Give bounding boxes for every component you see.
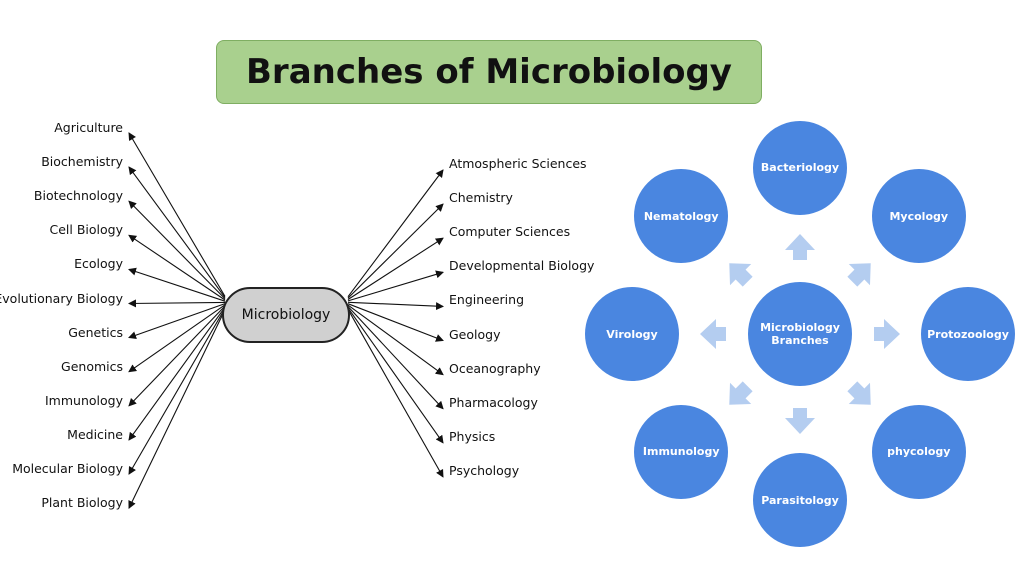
- radial-branch-immunology: Immunology: [634, 404, 729, 499]
- radial-branch-protozoology: Protozoology: [921, 287, 1015, 381]
- radial-arrow-parasitology: [785, 408, 815, 434]
- left-connector-molecular-biology: [128, 308, 226, 475]
- left-connector-ecology: [128, 267, 226, 302]
- left-branch-biochemistry: Biochemistry: [41, 154, 123, 170]
- left-branch-genetics: Genetics: [68, 324, 123, 340]
- left-branch-plant-biology: Plant Biology: [41, 495, 123, 511]
- right-connector-psychology: [347, 309, 444, 478]
- radial-hub: Microbiology Branches: [748, 282, 852, 386]
- right-branch-pharmacology: Pharmacology: [449, 394, 538, 410]
- left-branch-ecology: Ecology: [74, 256, 123, 272]
- left-branch-biotechnology: Biotechnology: [33, 188, 123, 204]
- right-branch-engineering: Engineering: [449, 292, 524, 308]
- right-connector-computer-sciences: [347, 237, 444, 300]
- radial-arrow-immunology: [729, 381, 753, 405]
- left-connector-evolutionary-biology: [128, 299, 226, 308]
- left-branch-molecular-biology: Molecular Biology: [12, 461, 123, 476]
- radial-branch-mycology: Mycology: [871, 169, 966, 264]
- radial-branch-virology: Virology: [585, 287, 679, 381]
- radial-branch-phycology: phycology: [871, 404, 966, 499]
- left-connector-cell-biology: [128, 234, 226, 301]
- right-branch-developmental-biology: Developmental Biology: [449, 258, 595, 274]
- right-branch-physics: Physics: [449, 428, 496, 444]
- left-connector-agriculture: [128, 132, 226, 297]
- right-connector-chemistry: [347, 203, 444, 299]
- radial-arrow-phycology: [847, 381, 871, 405]
- radial-hub-label: Microbiology Branches: [760, 321, 840, 347]
- left-connector-biotechnology: [128, 200, 226, 300]
- radial-arrow-nematology: [729, 263, 753, 287]
- radial-arrow-mycology: [847, 263, 871, 287]
- left-connector-genetics: [128, 303, 226, 340]
- right-branch-atmospheric-sciences: Atmospheric Sciences: [449, 156, 587, 171]
- hub-line-2: Branches: [771, 334, 829, 347]
- left-branch-agriculture: Agriculture: [54, 120, 123, 135]
- page-title: Branches of Microbiology: [246, 52, 732, 92]
- right-connector-developmental-biology: [347, 270, 444, 302]
- right-connector-oceanography: [347, 304, 444, 376]
- right-connector-atmospheric-sciences: [347, 169, 444, 298]
- right-connector-physics: [347, 307, 444, 444]
- radial-branch-bacteriology: Bacteriology: [753, 120, 847, 215]
- radial-branch-nematology: Nematology: [634, 169, 729, 264]
- right-branch-geology: Geology: [449, 326, 501, 342]
- right-branch-chemistry: Chemistry: [449, 190, 513, 206]
- left-branch-immunology: Immunology: [45, 392, 123, 408]
- left-connector-medicine: [128, 306, 226, 441]
- right-branch-psychology: Psychology: [449, 462, 520, 478]
- mindmap-center-node: Microbiology: [222, 287, 350, 343]
- radial-branch-parasitology: Parasitology: [753, 453, 847, 548]
- radial-arrow-bacteriology: [785, 234, 815, 260]
- left-branch-medicine: Medicine: [67, 426, 123, 442]
- right-connector-geology: [347, 303, 444, 342]
- mindmap-center-label: Microbiology: [241, 307, 331, 323]
- left-branch-cell-biology: Cell Biology: [49, 222, 124, 238]
- right-branch-computer-sciences: Computer Sciences: [449, 224, 571, 240]
- left-connector-immunology: [128, 305, 226, 407]
- radial-arrow-protozoology: [874, 319, 900, 349]
- title-banner: Branches of Microbiology: [216, 40, 762, 104]
- left-branch-evolutionary-biology: Evolutionary Biology: [0, 290, 123, 306]
- right-branch-oceanography: Oceanography: [449, 360, 541, 376]
- right-connector-engineering: [347, 301, 444, 311]
- left-connector-biochemistry: [128, 166, 226, 298]
- left-connector-genomics: [128, 304, 226, 373]
- hub-line-1: Microbiology: [760, 321, 840, 334]
- right-connector-pharmacology: [347, 306, 444, 410]
- radial-arrow-virology: [700, 319, 726, 349]
- left-connector-plant-biology: [128, 309, 226, 510]
- left-branch-genomics: Genomics: [61, 358, 123, 374]
